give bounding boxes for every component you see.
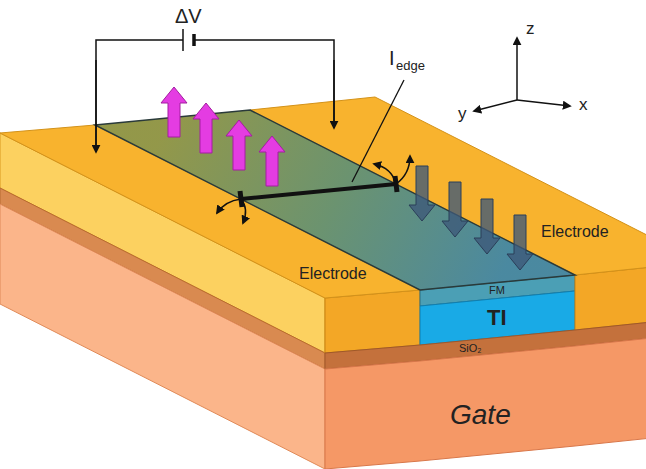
current-curl-arrow	[241, 199, 246, 223]
spin-down-arrow	[507, 215, 533, 270]
leader-line	[352, 80, 404, 182]
current-curl-arrow	[374, 164, 396, 184]
axis-label: y	[458, 105, 467, 122]
wire	[194, 40, 334, 126]
layer-label: FM	[489, 285, 505, 296]
wire-arrow	[333, 60, 335, 128]
spin-down-arrow	[474, 199, 500, 254]
battery-plate	[182, 29, 184, 51]
axis-label: z	[526, 20, 535, 37]
axis-arrow	[517, 100, 570, 106]
gate-front-face	[325, 333, 646, 469]
battery-plate	[192, 34, 196, 46]
voltage-label: ΔV	[175, 6, 202, 26]
edge-current-line	[241, 184, 396, 199]
channel-top	[95, 110, 575, 290]
current-curl-arrow	[396, 156, 410, 184]
current-symbol: I	[389, 48, 395, 68]
spin-up-arrow	[193, 103, 219, 153]
spin-down-arrow	[409, 166, 435, 221]
wire-arrow	[95, 60, 97, 152]
current-subscript: edge	[396, 59, 425, 72]
wire	[96, 40, 183, 150]
electrode-label: Electrode	[299, 266, 367, 282]
current-curl-arrow	[217, 199, 241, 213]
spin-up-arrow	[259, 136, 285, 186]
axis-arrow	[516, 38, 518, 100]
layer-label: TI	[487, 307, 507, 329]
layer-label: SiO₂	[459, 343, 482, 354]
spin-up-arrow	[226, 120, 252, 170]
axis-label: x	[579, 96, 588, 113]
electrode-label: Electrode	[541, 224, 609, 240]
axis-arrow	[474, 100, 517, 111]
spin-down-arrow	[442, 182, 468, 237]
electrode-front-face	[325, 290, 420, 353]
layer-label: Gate	[450, 401, 511, 429]
spin-up-arrow	[161, 87, 187, 137]
